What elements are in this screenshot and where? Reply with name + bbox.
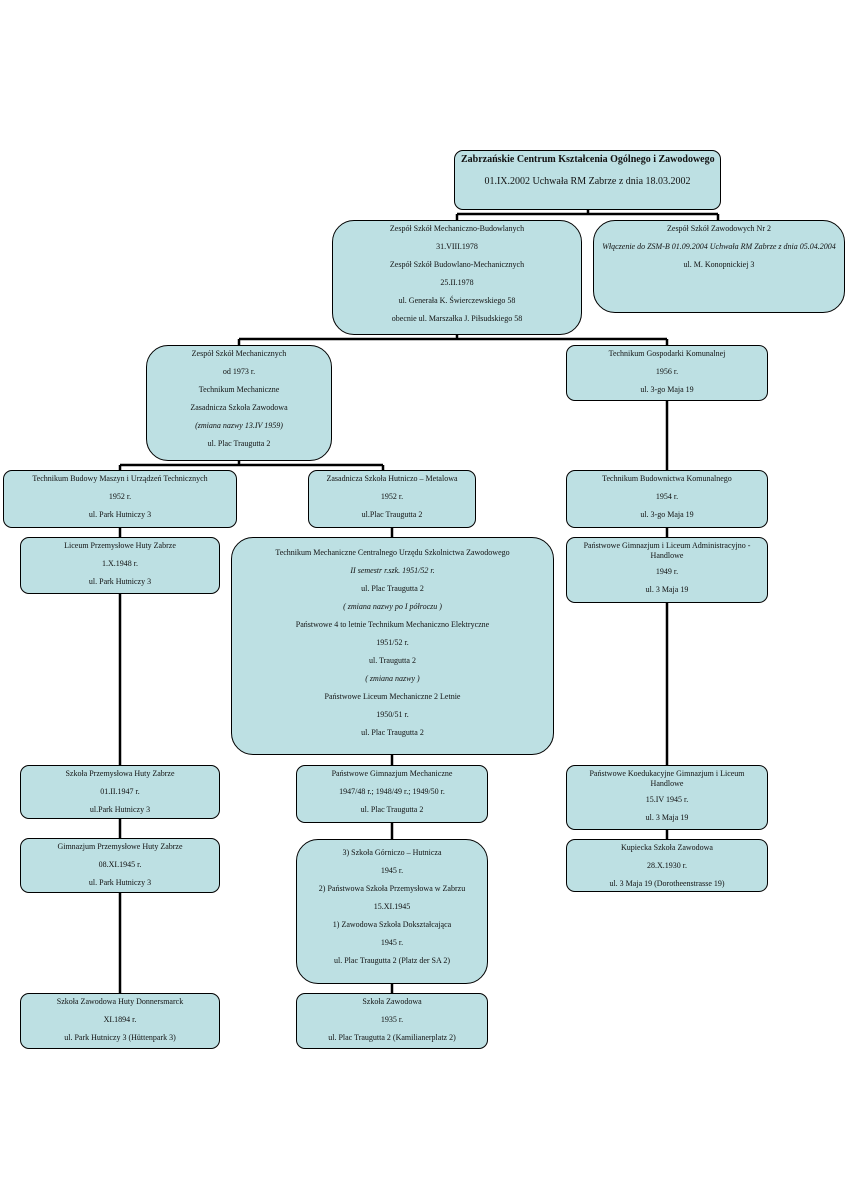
node-title: Technikum Mechaniczne Centralnego Urzędu… xyxy=(275,548,510,557)
node-title: Państwowe Koedukacyjne Gimnazjum i Liceu… xyxy=(589,769,745,788)
node-ksz: Kupiecka Szkoła Zawodowa 28.X.1930 r. ul… xyxy=(566,839,768,892)
node-sz: Szkoła Zawodowa 1935 r. ul. Plac Traugut… xyxy=(296,993,488,1049)
node-title: Zespół Szkół Zawodowych Nr 2 xyxy=(667,224,771,233)
node-detail: 01.IX.2002 Uchwała RM Zabrze z dnia 18.0… xyxy=(484,176,691,187)
node-zcko: Zabrzańskie Centrum Kształcenia Ogólnego… xyxy=(454,150,721,210)
node-zsm: Zespół Szkół Mechanicznych od 1973 r. Te… xyxy=(146,345,332,461)
node-title: Szkoła Zawodowa Huty Donnersmarck xyxy=(56,997,184,1006)
node-date: 1949 r. xyxy=(655,567,679,576)
node-detail: Technikum Mechaniczne xyxy=(198,385,280,394)
node-title: Zasadnicza Szkoła Hutniczo – Metalowa xyxy=(326,474,458,483)
node-address: ul. 3-go Maja 19 xyxy=(640,385,694,394)
node-date: od 1973 r. xyxy=(222,367,256,376)
node-address: ul. 3 Maja 19 xyxy=(645,813,689,822)
node-date: 08.XI.1945 r. xyxy=(98,860,142,869)
node-address: ul. 3-go Maja 19 xyxy=(640,510,694,519)
node-address: obecnie ul. Marszałka J. Piłsudskiego 58 xyxy=(391,314,523,323)
node-address: ul. Park Hutniczy 3 (Hüttenpark 3) xyxy=(64,1033,176,1042)
node-title: 2) Państwowa Szkoła Przemysłowa w Zabrzu xyxy=(318,884,466,893)
node-address: ul. Park Hutniczy 3 xyxy=(88,510,152,519)
node-address: ul. Traugutta 2 xyxy=(369,656,416,665)
node-address: ul. Park Hutniczy 3 xyxy=(88,878,152,887)
node-address: ul. M. Konopnickiej 3 xyxy=(683,260,755,269)
node-tbm: Technikum Budowy Maszyn i Urządzeń Techn… xyxy=(3,470,237,528)
node-pgla: Państwowe Gimnazjum i Liceum Administrac… xyxy=(566,537,768,603)
node-title: Zabrzańskie Centrum Kształcenia Ogólnego… xyxy=(461,154,715,165)
node-title: Państwowe Gimnazjum Mechaniczne xyxy=(331,769,453,778)
node-title: 3) Szkoła Górniczo – Hutnicza xyxy=(342,848,442,857)
node-tgk: Technikum Gospodarki Komunalnej 1956 r. … xyxy=(566,345,768,401)
node-address: ul. Plac Traugutta 2 xyxy=(361,584,424,593)
node-date: 1954 r. xyxy=(655,492,679,501)
node-szd: Szkoła Zawodowa Huty Donnersmarck XI.189… xyxy=(20,993,220,1049)
node-title: Technikum Budowy Maszyn i Urządzeń Techn… xyxy=(32,474,208,483)
node-date: 25.II.1978 xyxy=(440,278,474,287)
node-address: ul. 3 Maja 19 xyxy=(645,585,689,594)
node-title: Technikum Budownictwa Komunalnego xyxy=(602,474,732,483)
node-address: ul. Plac Traugutta 2 (Platz der SA 2) xyxy=(334,956,450,965)
node-note: ( zmiana nazwy po I półroczu ) xyxy=(343,602,442,611)
node-date: 1952 r. xyxy=(380,492,404,501)
node-title: Szkoła Przemysłowa Huty Zabrze xyxy=(65,769,175,778)
node-note: II semestr r.szk. 1951/52 r. xyxy=(350,566,435,575)
node-title: Szkoła Zawodowa xyxy=(362,997,422,1006)
node-date: 1.X.1948 r. xyxy=(102,559,138,568)
node-tmc: Technikum Mechaniczne Centralnego Urzędu… xyxy=(231,537,554,755)
node-date: 28.X.1930 r. xyxy=(647,861,687,870)
node-title: Zespół Szkół Mechaniczno-Budowlanych xyxy=(389,224,525,233)
node-address: ul. Plac Traugutta 2 (Kamilianerplatz 2) xyxy=(328,1033,456,1042)
node-ghz: Gimnazjum Przemysłowe Huty Zabrze 08.XI.… xyxy=(20,838,220,893)
node-date: 1952 r. xyxy=(108,492,132,501)
node-title: Kupiecka Szkoła Zawodowa xyxy=(621,843,713,852)
node-tbk: Technikum Budownictwa Komunalnego 1954 r… xyxy=(566,470,768,528)
node-title: 1) Zawodowa Szkoła Dokształcająca xyxy=(332,920,452,929)
node-date: 15.XI.1945 xyxy=(373,902,411,911)
node-date: 15.IV 1945 r. xyxy=(645,795,689,804)
node-pgm: Państwowe Gimnazjum Mechaniczne 1947/48 … xyxy=(296,765,488,823)
node-title: Państwowe Gimnazjum i Liceum Administrac… xyxy=(583,541,751,560)
node-zsz2: Zespół Szkół Zawodowych Nr 2 Włączenie d… xyxy=(593,220,845,313)
node-lp: Liceum Przemysłowe Huty Zabrze 1.X.1948 … xyxy=(20,537,220,594)
node-zsmb: Zespół Szkół Mechaniczno-Budowlanych 31.… xyxy=(332,220,582,335)
node-address: ul. Plac Traugutta 2 xyxy=(360,805,424,814)
node-sp: Szkoła Przemysłowa Huty Zabrze 01.II.194… xyxy=(20,765,220,819)
node-zsh: Zasadnicza Szkoła Hutniczo – Metalowa 19… xyxy=(308,470,476,528)
node-date: 1947/48 r.; 1948/49 r.; 1949/50 r. xyxy=(339,787,445,796)
node-title: Zespół Szkół Mechanicznych xyxy=(191,349,287,358)
node-address: ul. Plac Traugutta 2 xyxy=(361,728,424,737)
node-date: 01.II.1947 r. xyxy=(100,787,140,796)
node-date: 1945 r. xyxy=(380,866,404,875)
node-title: Technikum Gospodarki Komunalnej xyxy=(608,349,726,358)
node-date: 1951/52 r. xyxy=(376,638,409,647)
node-detail: Zasadnicza Szkoła Zawodowa xyxy=(190,403,288,412)
node-detail: Państwowe 4 to letnie Technikum Mechanic… xyxy=(295,620,490,629)
node-note: ( zmiana nazwy ) xyxy=(365,674,420,683)
node-note: Włączenie do ZSM-B 01.09.2004 Uchwała RM… xyxy=(602,242,836,251)
node-detail: Zespół Szkół Budowlano-Mechanicznych xyxy=(389,260,525,269)
node-address: ul.Plac Traugutta 2 xyxy=(361,510,423,519)
node-title: Gimnazjum Przemysłowe Huty Zabrze xyxy=(57,842,183,851)
node-detail: Państwowe Liceum Mechaniczne 2 Letnie xyxy=(324,692,461,701)
node-date: 1956 r. xyxy=(655,367,679,376)
node-address: ul. 3 Maja 19 (Dorotheenstrasse 19) xyxy=(609,879,725,888)
node-pkg: Państwowe Koedukacyjne Gimnazjum i Liceu… xyxy=(566,765,768,830)
node-address: ul. Park Hutniczy 3 xyxy=(88,577,152,586)
node-date: XI.1894 r. xyxy=(103,1015,137,1024)
node-note: (zmiana nazwy 13.IV 1959) xyxy=(195,421,283,430)
node-sgh: 3) Szkoła Górniczo – Hutnicza 1945 r. 2)… xyxy=(296,839,488,984)
node-address: ul.Park Hutniczy 3 xyxy=(89,805,151,814)
node-address: ul. Generała K. Świerczewskiego 58 xyxy=(398,296,516,305)
node-date: 31.VIII.1978 xyxy=(436,242,478,251)
node-date: 1935 r. xyxy=(380,1015,404,1024)
node-address: ul. Plac Traugutta 2 xyxy=(207,439,271,448)
node-title: Liceum Przemysłowe Huty Zabrze xyxy=(64,541,176,550)
node-date: 1950/51 r. xyxy=(376,710,409,719)
node-date: 1945 r. xyxy=(380,938,404,947)
